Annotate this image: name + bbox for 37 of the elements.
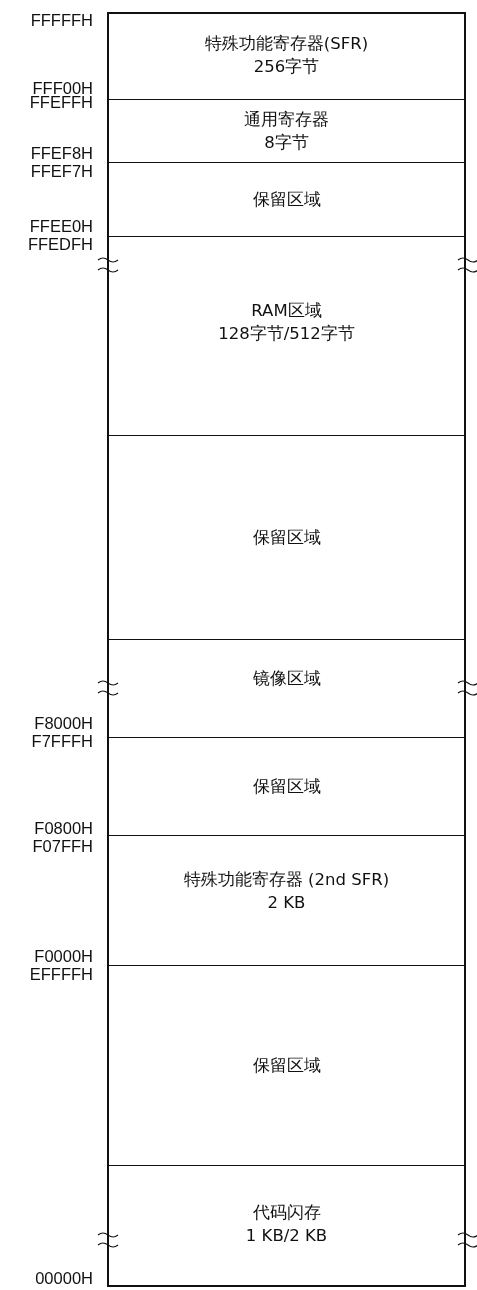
region-name: 保留区域 bbox=[252, 189, 321, 211]
address-label: FFEDFH bbox=[27, 235, 93, 253]
region-size: 128字节/512字节 bbox=[218, 323, 355, 345]
memory-region bbox=[107, 966, 466, 1166]
memory-region bbox=[107, 836, 466, 966]
address-label: FFEE0H bbox=[29, 217, 93, 235]
address-label: EFFFFH bbox=[29, 965, 93, 983]
region-name: 代码闪存 bbox=[252, 1201, 321, 1224]
address-label: F07FFH bbox=[32, 837, 93, 855]
region-name: 保留区域 bbox=[252, 527, 321, 549]
region-name: 特殊功能寄存器(SFR) bbox=[204, 32, 369, 55]
address-label: F7FFFH bbox=[31, 732, 93, 750]
region-name: 通用寄存器 bbox=[244, 109, 329, 131]
memory-region bbox=[107, 237, 466, 436]
address-label: F0800H bbox=[34, 819, 93, 837]
region-name: 镜像区域 bbox=[252, 668, 321, 690]
memory-region bbox=[107, 100, 466, 163]
region-size: 2 KB bbox=[267, 891, 306, 914]
region-name: RAM区域 bbox=[251, 300, 322, 322]
memory-region bbox=[107, 738, 466, 836]
memory-region bbox=[107, 436, 466, 640]
address-label: FFEF8H bbox=[30, 144, 93, 162]
region-name: 保留区域 bbox=[252, 1055, 321, 1077]
region-name: 保留区域 bbox=[252, 776, 321, 798]
address-label: FFEF7H bbox=[30, 162, 93, 180]
address-label: F0000H bbox=[34, 947, 93, 965]
memory-region bbox=[107, 12, 466, 100]
address-label: FFFFFH bbox=[30, 11, 93, 29]
region-name: 特殊功能寄存器 (2nd SFR) bbox=[183, 868, 390, 891]
memory-region bbox=[107, 1166, 466, 1287]
region-size: 1 KB/2 KB bbox=[245, 1224, 328, 1247]
region-size: 256字节 bbox=[253, 55, 320, 78]
memory-region bbox=[107, 163, 466, 237]
address-label: F8000H bbox=[34, 714, 93, 732]
region-size: 8字节 bbox=[264, 132, 309, 154]
memory-region bbox=[107, 640, 466, 738]
address-label: 00000H bbox=[35, 1269, 93, 1287]
